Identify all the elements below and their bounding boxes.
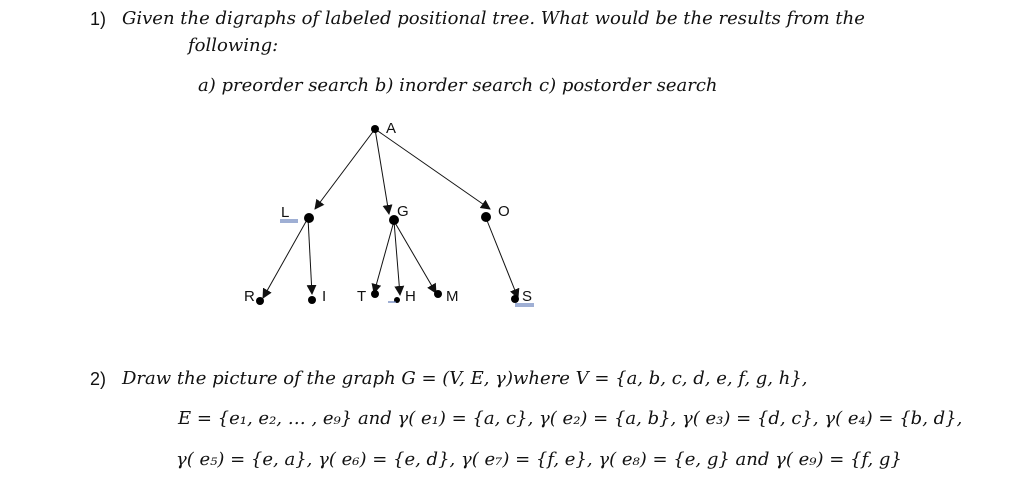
node-label-A: A bbox=[386, 120, 396, 137]
question-1-number: 1) bbox=[90, 9, 107, 29]
vertex-R bbox=[256, 297, 264, 305]
node-label-M: M bbox=[446, 288, 459, 305]
vertex-M bbox=[434, 290, 442, 298]
labeled-positional-tree: A L G O R I T H M S bbox=[244, 120, 534, 307]
vertex-S bbox=[511, 295, 519, 303]
edge-L-R bbox=[262, 217, 309, 299]
question-2-line-1: Draw the picture of the graph G = (V, E,… bbox=[122, 368, 808, 389]
question-1-line-2: following: bbox=[188, 35, 279, 56]
vertex-T bbox=[371, 290, 379, 298]
edge-L-I bbox=[306, 217, 317, 295]
node-label-O: O bbox=[498, 203, 510, 220]
edge-A-L bbox=[314, 128, 376, 210]
edge-A-O bbox=[374, 128, 491, 210]
question-2-number: 2) bbox=[90, 369, 107, 389]
edge-O-S bbox=[485, 217, 520, 299]
vertex-O bbox=[481, 212, 491, 222]
question-2-line-3: γ( e₅) = {e, a}, γ( e₆) = {e, d}, γ( e₇)… bbox=[176, 449, 902, 470]
edge-A-G bbox=[374, 128, 393, 215]
question-1-line-1: Given the digraphs of labeled positional… bbox=[122, 8, 865, 29]
node-label-L: L bbox=[281, 204, 289, 221]
question-2-line-2: E = {e₁, e₂, … , e₉} and γ( e₁) = {a, c}… bbox=[178, 408, 963, 429]
vertex-L bbox=[304, 213, 314, 223]
edge-G-M bbox=[393, 220, 437, 294]
vertex-A bbox=[371, 125, 379, 133]
node-label-S: S bbox=[522, 288, 532, 305]
edge-G-H bbox=[393, 220, 405, 296]
vertex-I bbox=[308, 296, 316, 304]
node-label-R: R bbox=[244, 288, 255, 305]
node-label-H: H bbox=[405, 288, 416, 305]
edge-G-T bbox=[371, 220, 395, 294]
vertex-G bbox=[389, 215, 399, 225]
node-label-G: G bbox=[397, 203, 409, 220]
node-label-T: T bbox=[357, 288, 366, 305]
node-label-I: I bbox=[322, 288, 326, 305]
question-1-options: a) preorder search b) inorder search c) … bbox=[198, 75, 718, 96]
